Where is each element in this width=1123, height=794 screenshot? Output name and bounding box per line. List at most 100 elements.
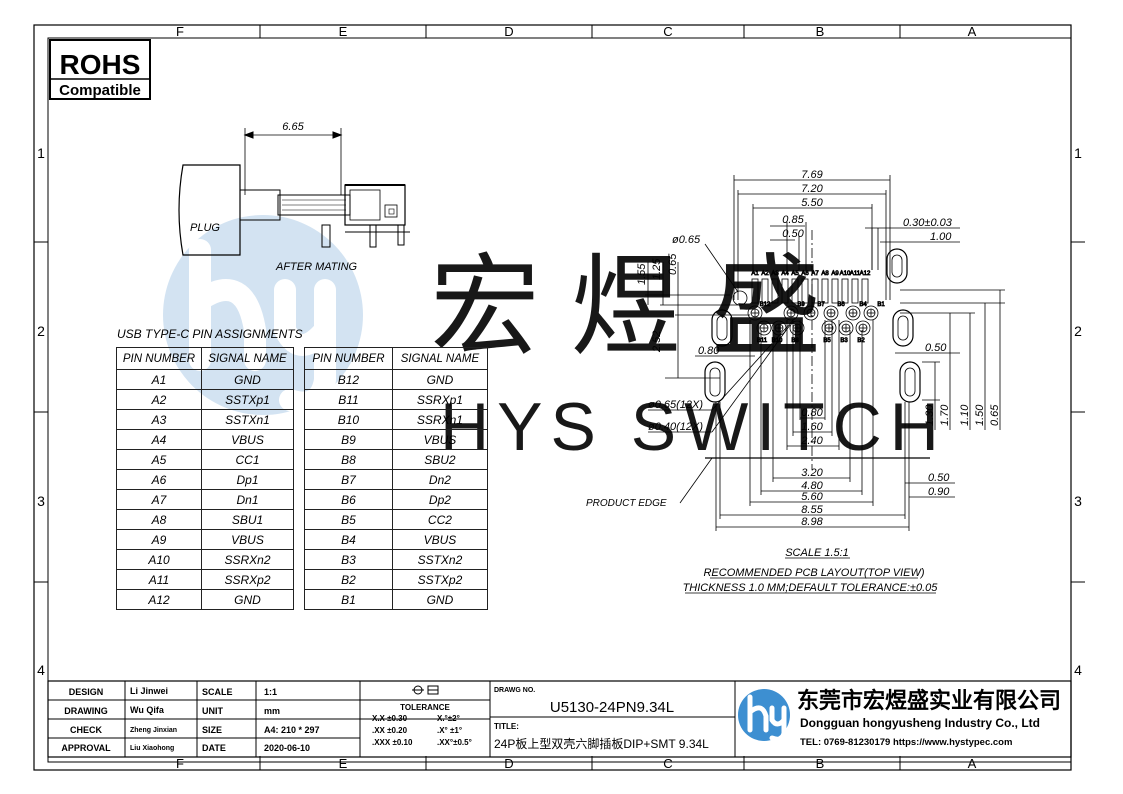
b-signal-cell: Dn2 bbox=[391, 469, 489, 490]
dim-top: 7.20 bbox=[801, 183, 823, 195]
b-pin-cell: B1 bbox=[304, 589, 393, 610]
pad-label-b: B2 bbox=[857, 338, 865, 344]
a-pin-cell: A12 bbox=[116, 589, 202, 610]
tb-value: A4: 210 * 297 bbox=[264, 725, 320, 735]
tb-person: Liu Xiaohong bbox=[130, 745, 174, 752]
row-number: 2 bbox=[1074, 323, 1082, 339]
watermark-en: HYS SWITCH bbox=[440, 389, 947, 465]
pad-label-a: A9 bbox=[831, 271, 839, 277]
tol-value: .XXX ±0.10 bbox=[372, 738, 413, 747]
dim-dia-top: ø0.65 bbox=[672, 234, 701, 246]
pad-label-a: A2 bbox=[761, 271, 769, 277]
dim-inner: 2.40 bbox=[800, 435, 823, 447]
pin-table-title: USB TYPE-C PIN ASSIGNMENTS bbox=[117, 327, 303, 341]
b-pin-cell: B5 bbox=[304, 509, 393, 530]
tb-value: 2020-06-10 bbox=[264, 743, 310, 753]
b-signal-cell: GND bbox=[391, 589, 489, 610]
dim-right-top: 0.30±0.03 bbox=[903, 217, 953, 229]
company-en: Dongguan hongyusheng Industry Co., Ltd bbox=[800, 716, 1040, 730]
row-number: 1 bbox=[37, 145, 45, 161]
b-pin-cell: B9 bbox=[304, 429, 393, 450]
pad-label-a: A12 bbox=[860, 271, 871, 277]
pad-b bbox=[783, 305, 799, 321]
b-pin-cell: B8 bbox=[304, 449, 393, 470]
pad-a bbox=[851, 278, 859, 304]
column-letter: A bbox=[968, 24, 977, 39]
tol-angle: .XX°±0.5° bbox=[437, 738, 472, 747]
row-number: 3 bbox=[37, 493, 45, 509]
pad-label-b: B11 bbox=[757, 338, 768, 344]
a-signal-cell: Dp1 bbox=[200, 469, 295, 490]
pad-label-b: B9 bbox=[797, 302, 805, 308]
dim-inner: 1.60 bbox=[801, 421, 823, 433]
dim-bottom: 4.80 bbox=[801, 480, 823, 492]
dim-left: 0.65 bbox=[667, 253, 679, 275]
a-signal-cell: SSTXp1 bbox=[200, 389, 295, 410]
dim-bottom: 8.55 bbox=[801, 504, 823, 516]
pad-b bbox=[823, 305, 839, 321]
row-number: 4 bbox=[37, 662, 45, 678]
b-pin-cell: B6 bbox=[304, 489, 393, 510]
a-signal-cell: GND bbox=[200, 589, 295, 610]
dim-top: 0.85 bbox=[782, 214, 804, 226]
b-pin-cell: B2 bbox=[304, 569, 393, 590]
dim-090-b: 0.90 bbox=[928, 486, 950, 498]
pad-label-a: A5 bbox=[791, 271, 799, 277]
pad-a bbox=[861, 278, 869, 304]
pad-label-b: B3 bbox=[840, 338, 848, 344]
b-pin-cell: B11 bbox=[304, 389, 393, 410]
company-cn: 东莞市宏煜盛实业有限公司 bbox=[797, 688, 1061, 713]
product-edge-label: PRODUCT EDGE bbox=[586, 498, 667, 509]
a-pin-cell: A4 bbox=[116, 429, 202, 450]
b-signal-cell: SBU2 bbox=[391, 449, 489, 470]
company-logo-icon bbox=[738, 689, 790, 742]
tol-angle: X.°±2° bbox=[437, 714, 460, 723]
caption-line1: RECOMMENDED PCB LAYOUT(TOP VIEW) bbox=[703, 567, 924, 579]
b-signal-cell: VBUS bbox=[391, 429, 489, 450]
a-pin-cell: A8 bbox=[116, 509, 202, 530]
side-view bbox=[178, 128, 410, 256]
pad-a bbox=[791, 278, 799, 304]
row-number: 3 bbox=[1074, 493, 1082, 509]
row-number: 4 bbox=[1074, 662, 1082, 678]
a-pin-cell: A11 bbox=[116, 569, 202, 590]
b-pin-cell: B3 bbox=[304, 549, 393, 570]
pad-a bbox=[831, 278, 839, 304]
column-letter: E bbox=[339, 756, 348, 771]
column-letter: C bbox=[663, 24, 672, 39]
pad-a bbox=[761, 278, 769, 304]
pad-b bbox=[821, 320, 837, 336]
column-letter: B bbox=[816, 756, 825, 771]
dim-dia-12x-a: ø0.65(12X) bbox=[648, 399, 703, 411]
tb-label: DRAWING bbox=[64, 706, 108, 716]
row-number: 2 bbox=[37, 323, 45, 339]
header-pin-b: PIN NUMBER bbox=[304, 347, 393, 370]
a-pin-cell: A9 bbox=[116, 529, 202, 550]
pad-label-a: A1 bbox=[751, 271, 759, 277]
a-pin-cell: A7 bbox=[116, 489, 202, 510]
tb-field: SCALE bbox=[202, 687, 233, 697]
b-signal-cell: Dp2 bbox=[391, 489, 489, 510]
caption-line2: THICKNESS 1.0 MM;DEFAULT TOLERANCE:±0.05 bbox=[683, 582, 939, 594]
column-letter: F bbox=[176, 24, 184, 39]
pad-b bbox=[789, 320, 805, 336]
dim-right: 1.50 bbox=[974, 404, 986, 426]
tb-value: 1:1 bbox=[264, 687, 277, 697]
tb-label: DESIGN bbox=[69, 687, 104, 697]
column-letter: D bbox=[504, 24, 513, 39]
dim-right: 1.30 bbox=[924, 404, 936, 426]
